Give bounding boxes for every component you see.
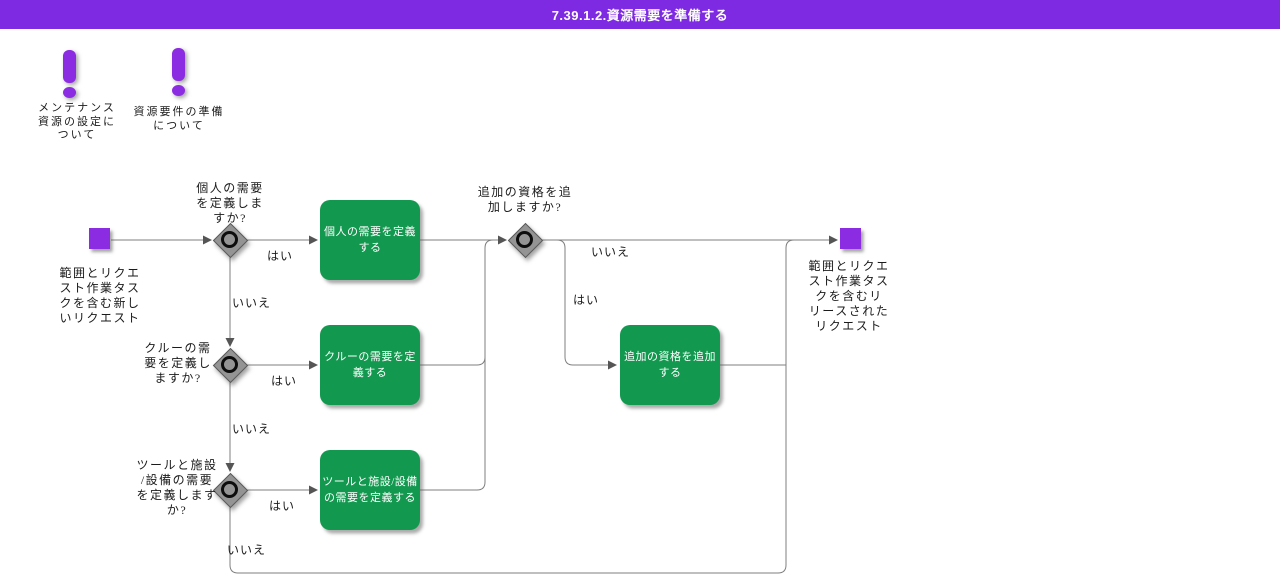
note-resource-requirements[interactable] xyxy=(172,48,185,96)
gateway-circle-icon xyxy=(221,356,238,373)
gateway-tools-facilities-demand[interactable] xyxy=(212,472,249,509)
title-bar: 7.39.1.2.資源需要を準備する xyxy=(0,0,1280,29)
arrowhead-icon xyxy=(829,235,838,245)
end-event[interactable] xyxy=(840,228,861,249)
gateway-circle-icon xyxy=(516,231,533,248)
task-define-crew-demand[interactable]: クルーの需要を定 義する xyxy=(320,325,420,405)
label-yes-crew: はい xyxy=(271,374,298,388)
arrowhead-icon xyxy=(309,360,318,370)
gateway-individual-demand-label: 個人の需要 を定義しま すか? xyxy=(196,181,264,225)
label-no-crew: いいえ xyxy=(232,422,272,436)
label-yes-tools: はい xyxy=(269,499,296,513)
gateway-circle-icon xyxy=(221,481,238,498)
task-add-qualifications[interactable]: 追加の資格を追加 する xyxy=(620,325,720,405)
arrowhead-icon xyxy=(225,463,235,472)
label-no-individual: いいえ xyxy=(232,296,272,310)
arrowhead-icon xyxy=(309,485,318,495)
start-event-label: 範囲とリクエ スト作業タス クを含む新し いリクエスト xyxy=(59,266,141,325)
note-resource-requirements-label: 資源要件の準備 について xyxy=(133,106,225,132)
label-no-qualifications: いいえ xyxy=(591,245,631,259)
end-event-label: 範囲とリクエ スト作業タス クを含むリ リースされた リクエスト xyxy=(808,259,890,333)
exclamation-dot-icon xyxy=(63,87,76,98)
edge-task2-task3-merge xyxy=(420,239,494,491)
note-maintenance-setup[interactable] xyxy=(63,50,76,98)
gateway-tools-facilities-demand-label: ツールと施設 /設備の需要 を定義します か? xyxy=(136,458,218,517)
gateway-individual-demand[interactable] xyxy=(212,222,249,259)
label-no-tools: いいえ xyxy=(227,543,267,557)
gateway-crew-demand-label: クルーの需 要を定義し ますか? xyxy=(144,341,212,385)
gateway-crew-demand[interactable] xyxy=(212,347,249,384)
exclamation-icon xyxy=(63,50,76,83)
arrowhead-icon xyxy=(203,235,212,245)
arrowhead-icon xyxy=(309,235,318,245)
label-yes-qualifications: はい xyxy=(573,293,600,307)
edge-gateway4-yes-to-task4 xyxy=(556,239,608,366)
exclamation-dot-icon xyxy=(172,85,185,96)
gateway-add-qualifications-label: 追加の資格を追 加しますか? xyxy=(477,185,573,214)
arrowhead-icon xyxy=(498,235,507,245)
note-maintenance-setup-label: メンテナンス 資源の設定に ついて xyxy=(38,102,116,141)
gateway-add-qualifications[interactable] xyxy=(507,222,544,259)
task-define-individual-demand[interactable]: 個人の需要を定義 する xyxy=(320,200,420,280)
start-event[interactable] xyxy=(89,228,110,249)
page-title: 7.39.1.2.資源需要を準備する xyxy=(551,8,729,23)
exclamation-icon xyxy=(172,48,185,81)
edge-gateway3-no-loop xyxy=(229,239,795,574)
gateway-circle-icon xyxy=(221,231,238,248)
task-define-tools-facilities-demand[interactable]: ツールと施設/設備 の需要を定義する xyxy=(320,450,420,530)
arrowhead-icon xyxy=(225,338,235,347)
label-yes-individual: はい xyxy=(267,249,294,263)
arrowhead-icon xyxy=(608,360,617,370)
